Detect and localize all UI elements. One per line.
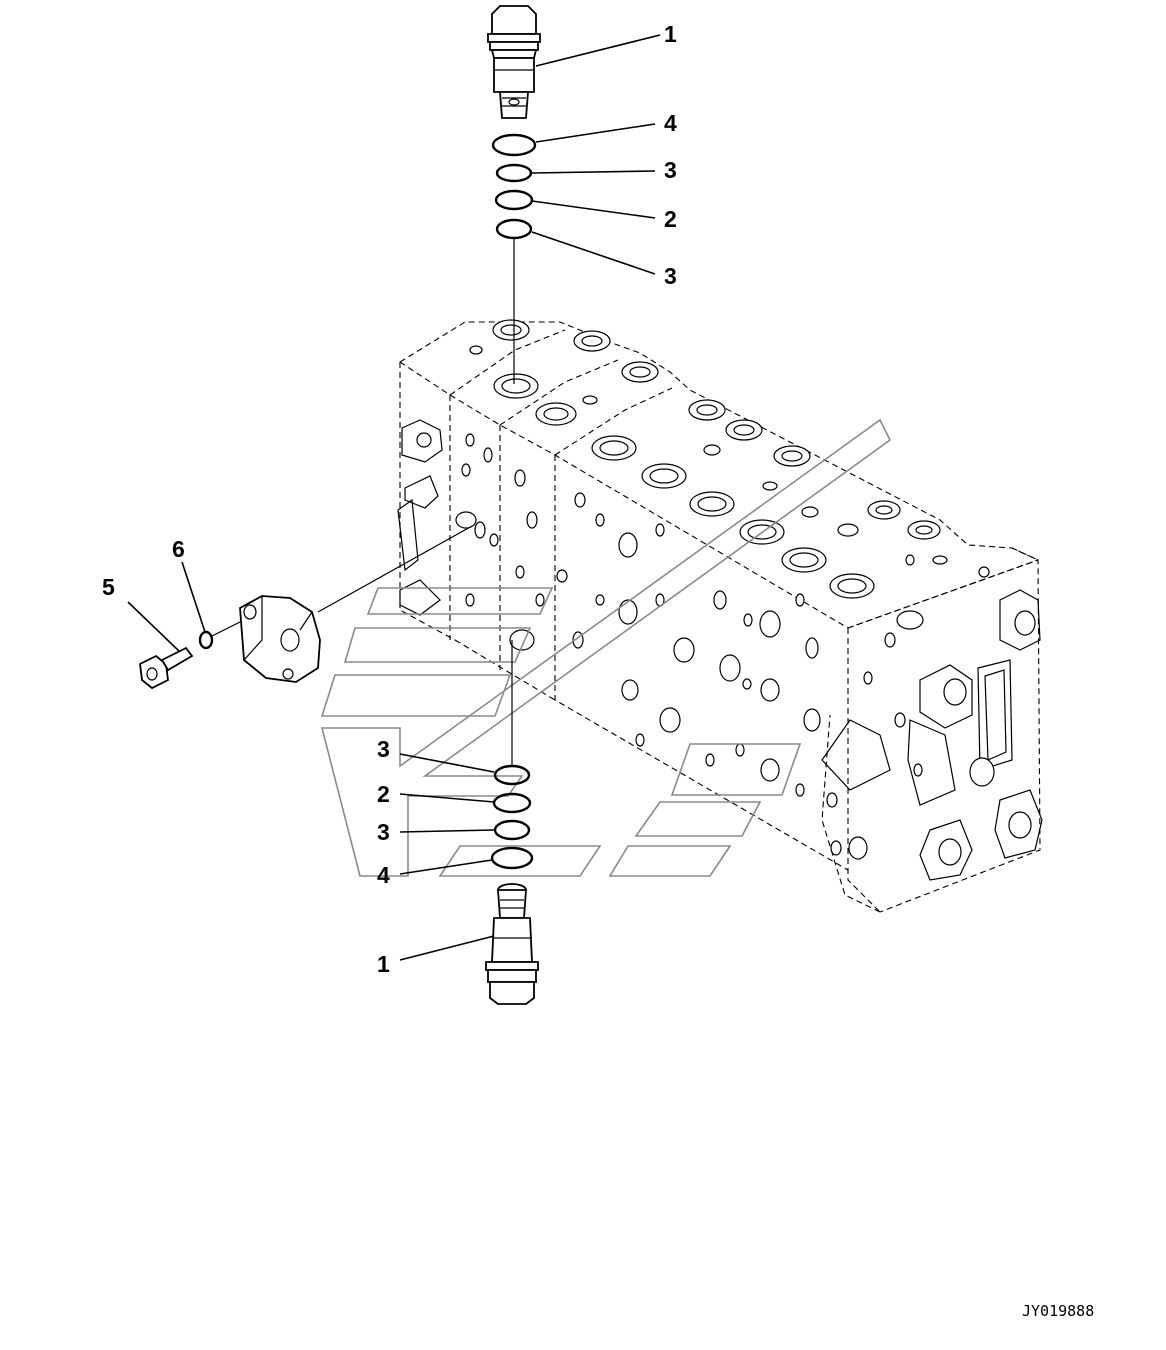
callout-washer: 6 [172,536,185,562]
callout-top-relief-valve: 1 [664,21,677,47]
top-relief-valve-part [487,5,541,119]
washer-part [198,630,214,650]
front-face-holes [455,433,821,797]
side-cover-mount-line [317,525,473,613]
valve-body [397,319,1043,913]
bottom-relief-valve-part [485,883,539,1005]
callout-labels: 1 4 3 2 3 5 6 3 2 3 4 1 [102,21,677,977]
callout-bolt: 5 [102,574,115,600]
top-seals [491,133,537,240]
callout-bottom-oring-4: 4 [377,862,390,888]
bolt-part [139,646,194,690]
drawing-code: JY019888 [1022,1302,1094,1320]
callout-bottom-ring-2: 2 [377,781,390,807]
callout-top-oring-4: 4 [664,110,677,136]
callout-bottom-oring-3a: 3 [377,736,390,762]
callout-top-oring-3a: 3 [664,157,677,183]
callout-top-ring-2: 2 [664,206,677,232]
bottom-seals [490,764,534,870]
watermark-logo [320,418,892,877]
washer-axis-line [211,621,241,637]
side-cover-part [239,595,321,683]
callout-top-oring-3b: 3 [664,263,677,289]
end-cover-features [821,554,1043,881]
callout-bottom-oring-3b: 3 [377,819,390,845]
leader-lines [127,34,661,961]
top-face-ports [469,319,948,599]
callout-bottom-relief-valve: 1 [377,951,390,977]
